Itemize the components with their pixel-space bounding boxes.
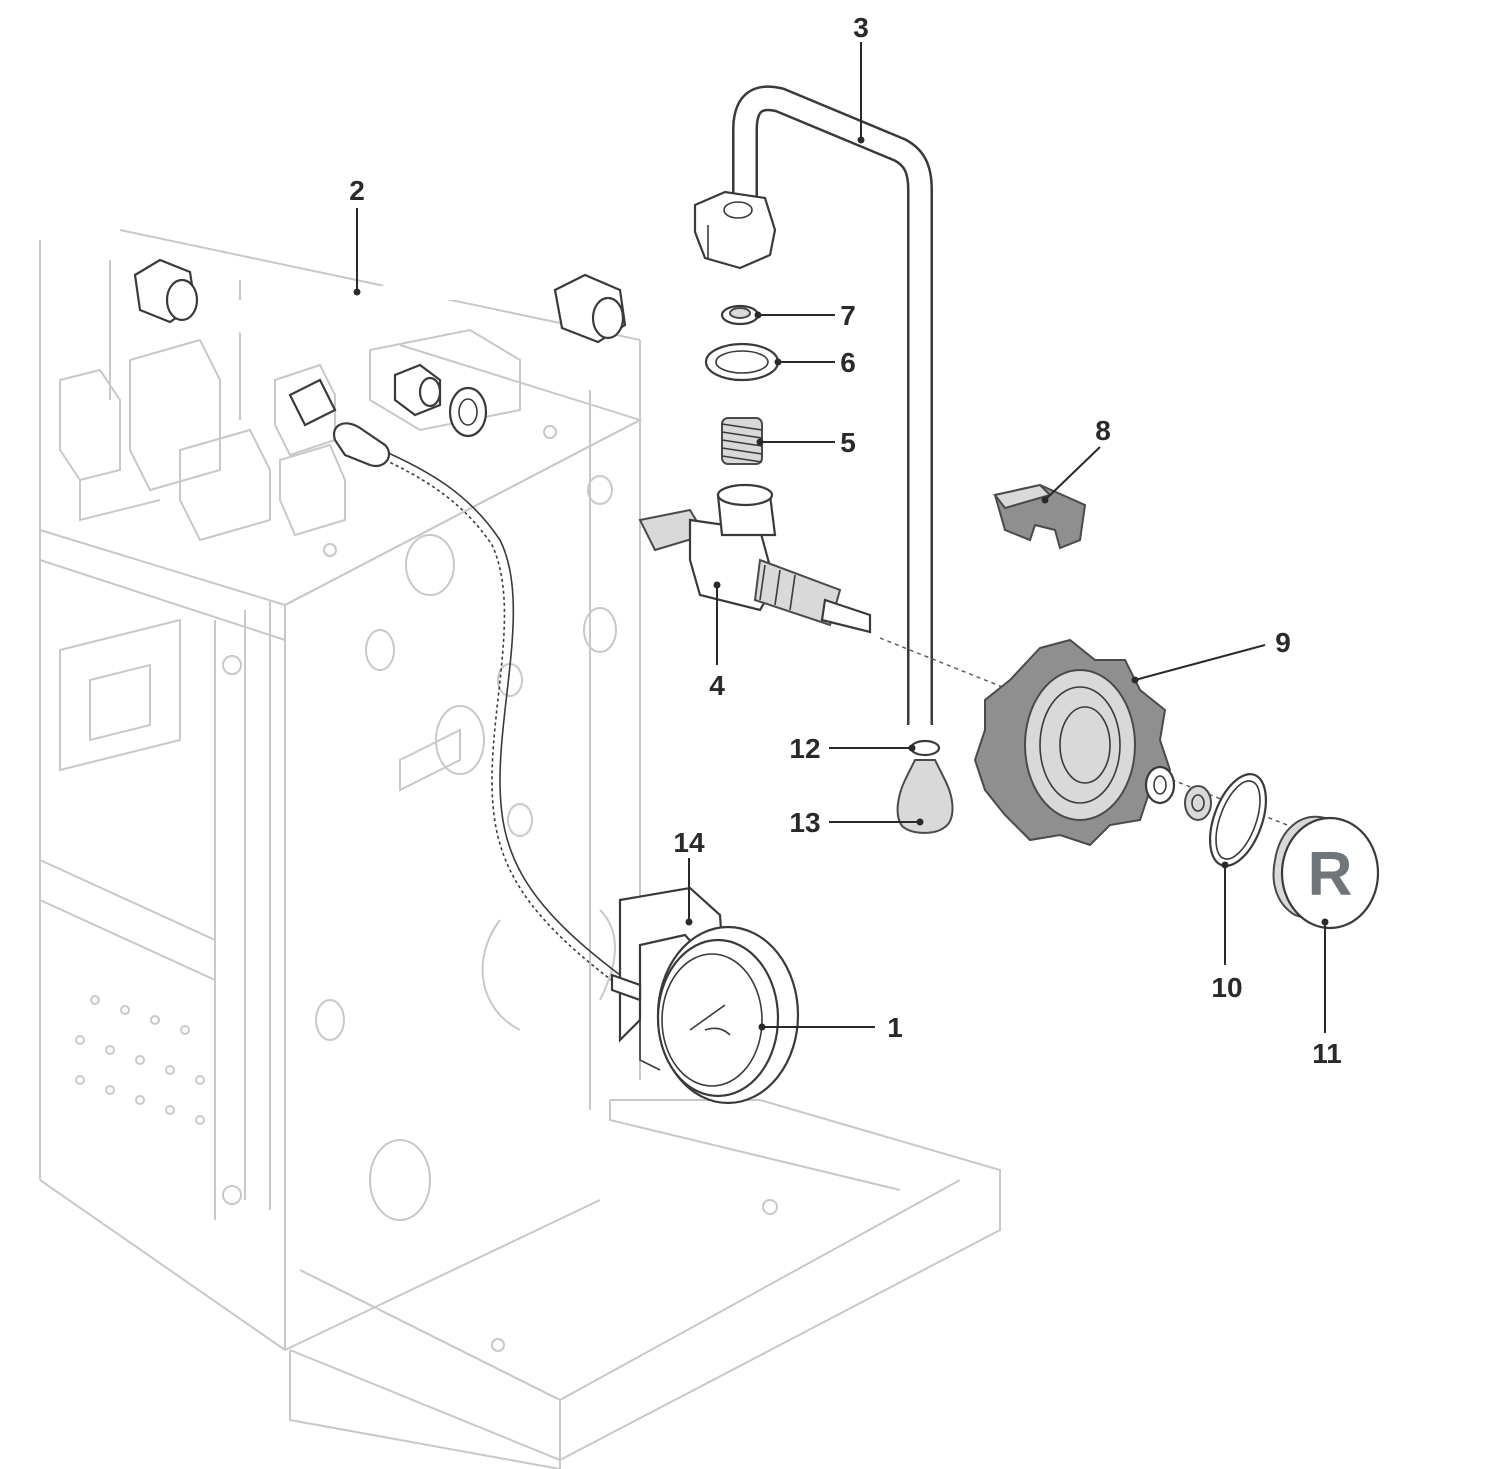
part-3-bent-tube xyxy=(693,85,933,725)
callout-5: 5 xyxy=(840,427,856,458)
callout-13: 13 xyxy=(789,807,820,838)
callout-11: 11 xyxy=(1312,1038,1342,1069)
callout-14: 14 xyxy=(673,827,705,858)
washer-set xyxy=(1144,765,1212,821)
callout-9: 9 xyxy=(1275,627,1291,658)
machine-body-outline xyxy=(39,229,1001,1469)
part-8-clip xyxy=(993,483,1087,550)
callout-4: 4 xyxy=(709,670,725,701)
capillary-tube xyxy=(332,422,621,983)
part-4-valve xyxy=(638,483,872,634)
part-13-tip xyxy=(896,759,954,834)
fittings-row xyxy=(288,363,488,438)
part-6-ring xyxy=(704,342,780,382)
leader-lines xyxy=(356,42,1326,1033)
callout-7: 7 xyxy=(840,300,856,331)
part-7-washer xyxy=(720,304,760,326)
part-5-spring xyxy=(721,417,763,465)
assembly-axis-valve xyxy=(879,637,1011,691)
callout-2: 2 xyxy=(349,175,365,206)
logo-letter: R xyxy=(1308,840,1353,909)
callout-8: 8 xyxy=(1095,415,1111,446)
drip-tray-holes xyxy=(75,995,205,1125)
leader-dots xyxy=(353,136,1329,1031)
callout-3: 3 xyxy=(853,12,869,43)
callout-1: 1 xyxy=(887,1012,903,1043)
callout-labels: 1 2 3 4 5 6 7 8 9 10 11 12 13 14 xyxy=(349,12,1342,1069)
part-10-o-ring xyxy=(1209,773,1267,867)
callout-12: 12 xyxy=(789,733,820,764)
part-9-knob xyxy=(973,638,1172,847)
part-2-pipe xyxy=(133,258,627,344)
callout-6: 6 xyxy=(840,347,856,378)
part-1-pressure-gauge xyxy=(610,925,800,1105)
part-11-logo-cap: R xyxy=(1272,815,1380,930)
callout-10: 10 xyxy=(1211,972,1242,1003)
